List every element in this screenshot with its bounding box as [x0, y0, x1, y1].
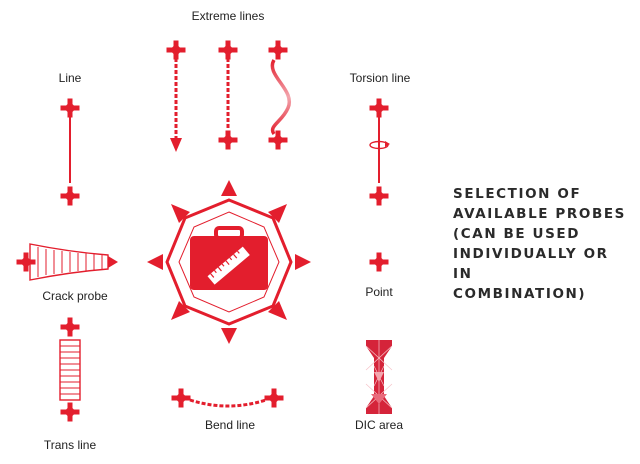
- heading-line: INDIVIDUALLY OR IN: [453, 246, 609, 282]
- heading-line: SELECTION OF: [453, 186, 582, 202]
- label-dic-area: DIC area: [354, 418, 404, 432]
- label-point: Point: [365, 285, 393, 299]
- probes-heading: SELECTION OF AVAILABLE PROBES (CAN BE US…: [453, 184, 633, 304]
- direction-arrow-icon: [221, 328, 237, 344]
- dic-area-probe: [365, 340, 393, 414]
- trans-line-probe: [59, 317, 81, 422]
- heading-line: (CAN BE USED: [453, 226, 581, 242]
- heading-line: AVAILABLE PROBES: [453, 206, 626, 222]
- direction-arrow-icon: [295, 254, 311, 270]
- direction-arrow-icon: [171, 301, 190, 320]
- label-torsion-line: Torsion line: [349, 71, 411, 85]
- label-bend-line: Bend line: [204, 418, 256, 432]
- heading-line: COMBINATION): [453, 286, 587, 302]
- direction-arrow-icon: [171, 204, 190, 223]
- extreme-line-3: [268, 40, 292, 150]
- bend-line-probe: [171, 388, 284, 408]
- label-line: Line: [58, 71, 82, 85]
- direction-arrow-icon: [268, 204, 287, 223]
- toolbox-emblem: [147, 180, 311, 344]
- extreme-line-2: [218, 40, 238, 150]
- point-probe: [369, 252, 389, 272]
- line-probe: [60, 98, 80, 206]
- extreme-line-1: [166, 40, 186, 152]
- direction-arrow-icon: [268, 301, 287, 320]
- direction-arrow-icon: [147, 254, 163, 270]
- direction-arrow-icon: [221, 180, 237, 196]
- label-trans-line: Trans line: [43, 438, 97, 452]
- crack-probe: [16, 243, 118, 281]
- label-extreme-lines: Extreme lines: [191, 9, 265, 23]
- label-crack-probe: Crack probe: [42, 289, 108, 303]
- torsion-line-probe: [369, 98, 390, 206]
